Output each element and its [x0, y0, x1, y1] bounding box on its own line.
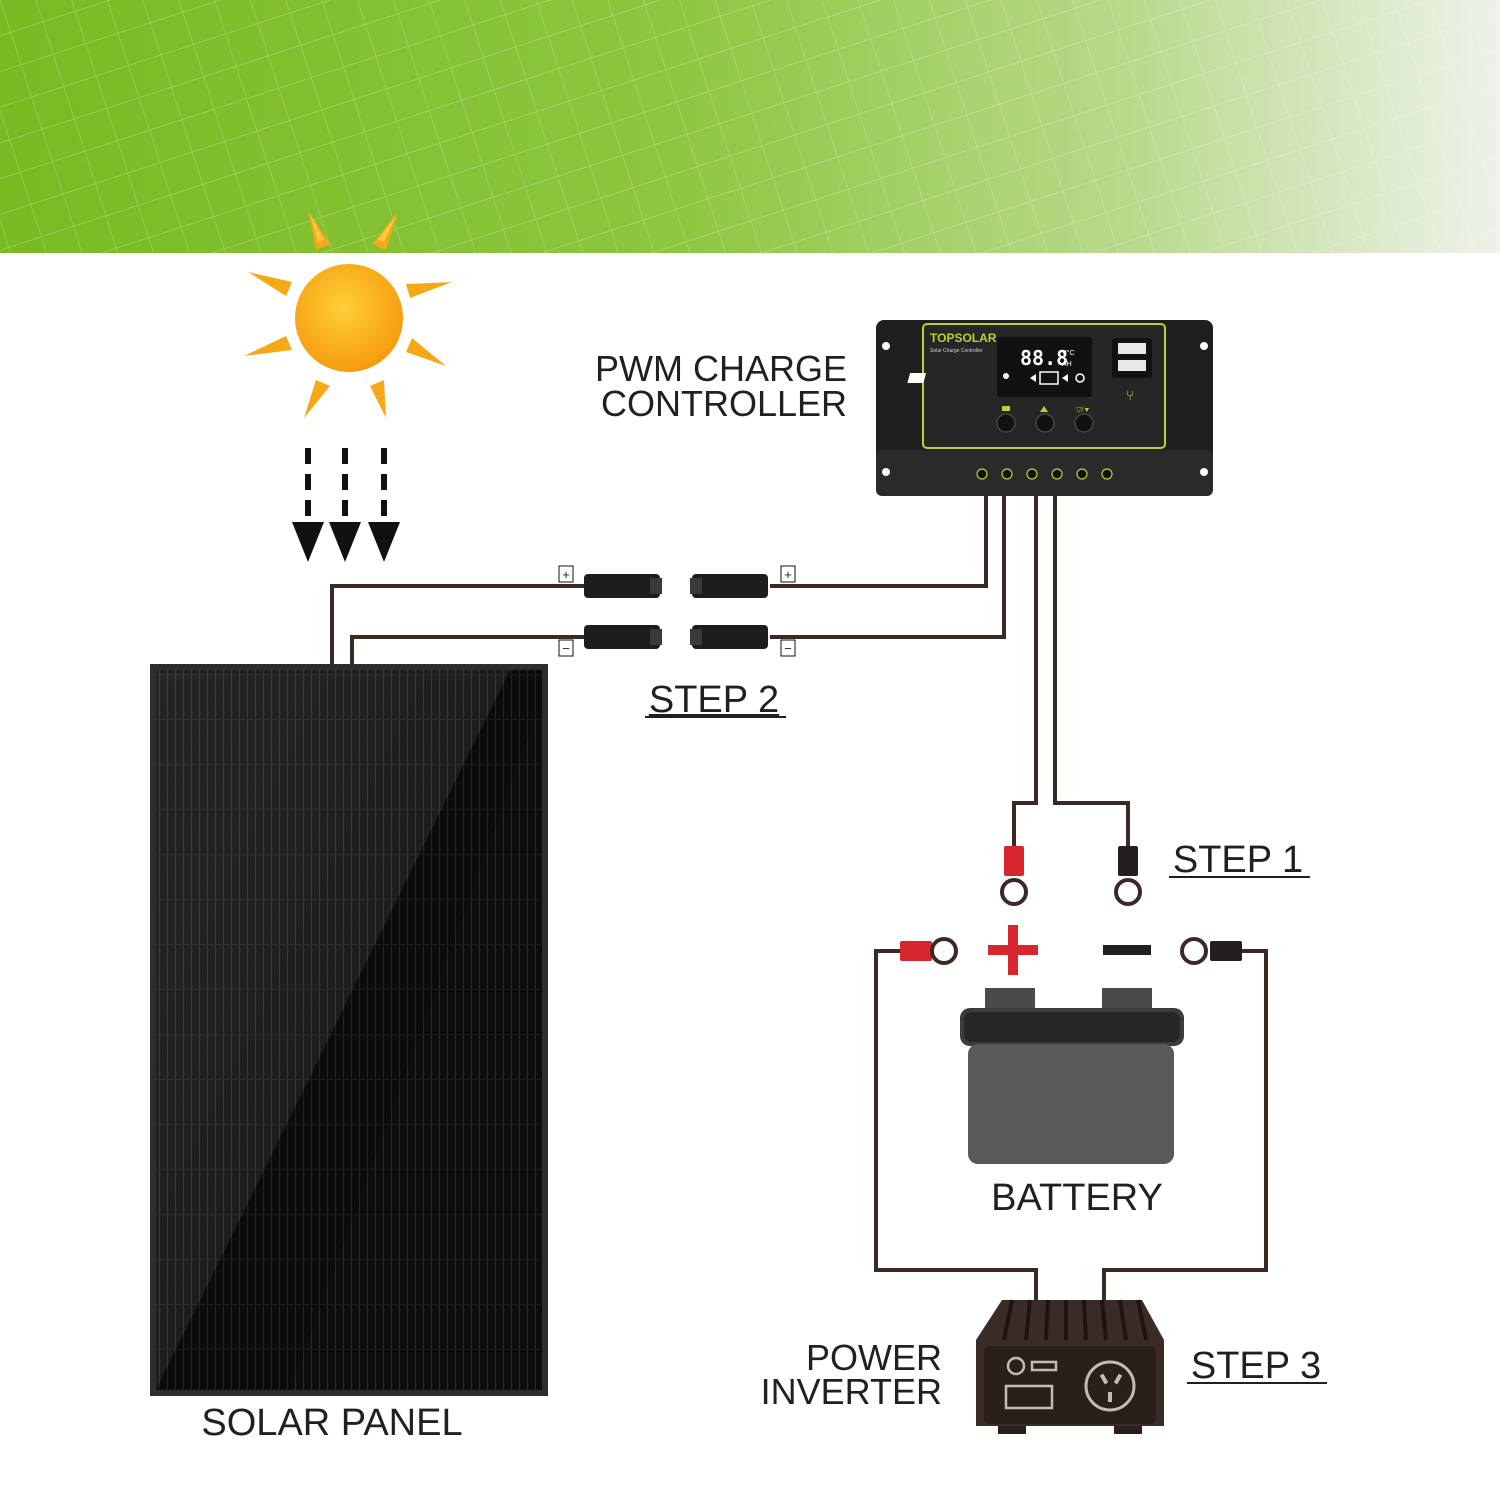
- mc4-connectors: + + − −: [558, 565, 796, 657]
- display-reading: 88.8: [1020, 346, 1068, 370]
- connector-plus-right: +: [784, 567, 792, 582]
- ring-terminals-step1: [1000, 846, 1142, 906]
- solar-panel: [150, 664, 548, 1396]
- controller-label-line2: CONTROLLER: [601, 383, 847, 424]
- controller-label-line1: PWM CHARGE: [595, 348, 847, 389]
- solar-panel-label: SOLAR PANEL: [201, 1402, 462, 1444]
- controller-brand: TOPSOLAR: [930, 331, 997, 345]
- wiring: [330, 496, 1268, 1300]
- step-2-label: STEP 2: [649, 679, 779, 721]
- header-banner: [0, 0, 1500, 253]
- inverter-label-line1: POWER: [806, 1337, 942, 1378]
- battery-plus-icon: [988, 925, 1038, 975]
- controller-subtitle: Solar Charge Controller: [930, 348, 983, 354]
- display-unit-bottom: AH: [1062, 361, 1072, 368]
- terminal-screws: [976, 468, 1113, 480]
- connector-minus-right: −: [784, 641, 792, 656]
- battery-minus-icon: [1103, 945, 1151, 955]
- inverter-label-line2: INVERTER: [761, 1371, 942, 1412]
- usb-icon: ⑂: [1126, 387, 1134, 403]
- charge-controller: TOPSOLAR Solar Charge Controller 88.8 V°…: [876, 320, 1213, 496]
- ring-terminals-step3: [900, 937, 1242, 965]
- step-3-label: STEP 3: [1191, 1345, 1321, 1387]
- controller-buttons: ▽/▼: [996, 406, 1094, 433]
- display-status-icons: [907, 371, 1085, 385]
- svg-text:▽/▼: ▽/▼: [1076, 407, 1090, 414]
- display-unit-top: V°C: [1062, 349, 1075, 357]
- battery-icon: [960, 988, 1184, 1164]
- step-1-label: STEP 1: [1173, 839, 1303, 881]
- sun-icon: [244, 210, 452, 418]
- sunlight-arrows-icon: [292, 448, 400, 562]
- power-inverter-icon: [976, 1299, 1164, 1434]
- connector-minus-left: −: [562, 641, 570, 656]
- connector-plus-left: +: [562, 567, 570, 582]
- battery-label: BATTERY: [991, 1177, 1163, 1219]
